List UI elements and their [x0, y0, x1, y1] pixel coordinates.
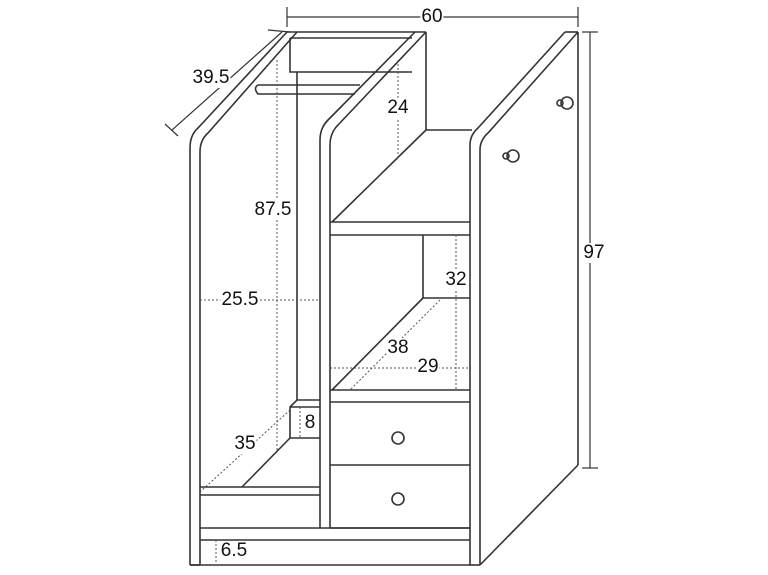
shelf-height-label: 32	[444, 269, 468, 290]
drawer-lower	[330, 492, 470, 529]
middle-shelf	[330, 235, 470, 403]
top-step	[330, 129, 472, 236]
upper-storage-box	[289, 37, 412, 73]
top-box-height-label: 24	[386, 97, 410, 118]
step-height-label: 8	[303, 412, 317, 433]
right-side-panel	[469, 31, 579, 566]
base	[190, 527, 470, 566]
hanging-rod	[254, 84, 360, 95]
hanging-width-label: 25.5	[220, 289, 260, 310]
width-label: 60	[420, 6, 444, 27]
drawer-upper	[330, 431, 470, 466]
height-label: 97	[582, 242, 606, 263]
shelf-width-label: 29	[416, 356, 440, 377]
lower-step	[200, 399, 320, 496]
hook-icon	[502, 149, 520, 163]
hanging-height-label: 87.5	[253, 199, 293, 220]
bottom-depth-label: 35	[233, 433, 257, 454]
hook-icon	[556, 96, 574, 110]
shelf-depth-label: 38	[386, 337, 410, 358]
depth-label: 39.5	[191, 67, 231, 88]
base-height-label: 6.5	[219, 540, 249, 561]
middle-panel	[319, 31, 427, 528]
dotted-measure-lines	[199, 60, 470, 565]
